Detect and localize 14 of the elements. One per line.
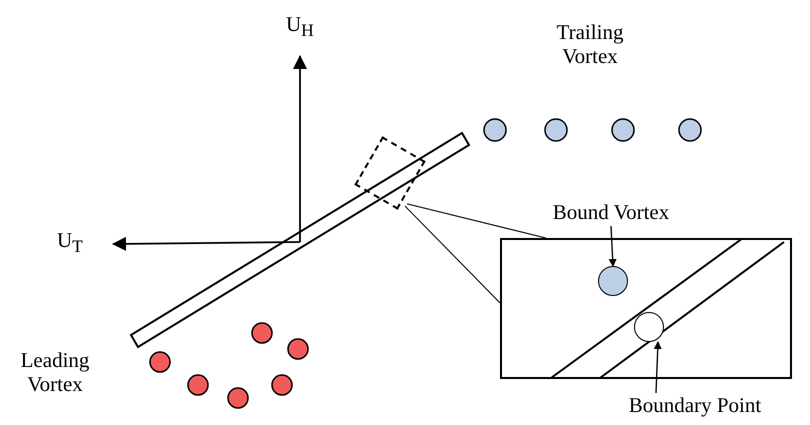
inset-box (500, 238, 792, 379)
boundary-point-circle (634, 312, 664, 342)
zoom-line (406, 203, 546, 238)
leader-arrow (654, 341, 662, 394)
bound-vortex-circle (598, 266, 628, 296)
callout-label: Boundary Point (595, 393, 795, 419)
zoom-region (354, 136, 426, 210)
vortex-label: Leading Vortex (20, 348, 90, 396)
axis-label: U$_{H}$ (286, 12, 314, 42)
callout-label: Bound Vortex (540, 200, 682, 226)
axis-label: U$_{T}$ (57, 228, 83, 258)
leader-arrow (608, 226, 617, 267)
vortex-label: Trailing Vortex (556, 20, 624, 68)
zoom-line (404, 206, 500, 304)
